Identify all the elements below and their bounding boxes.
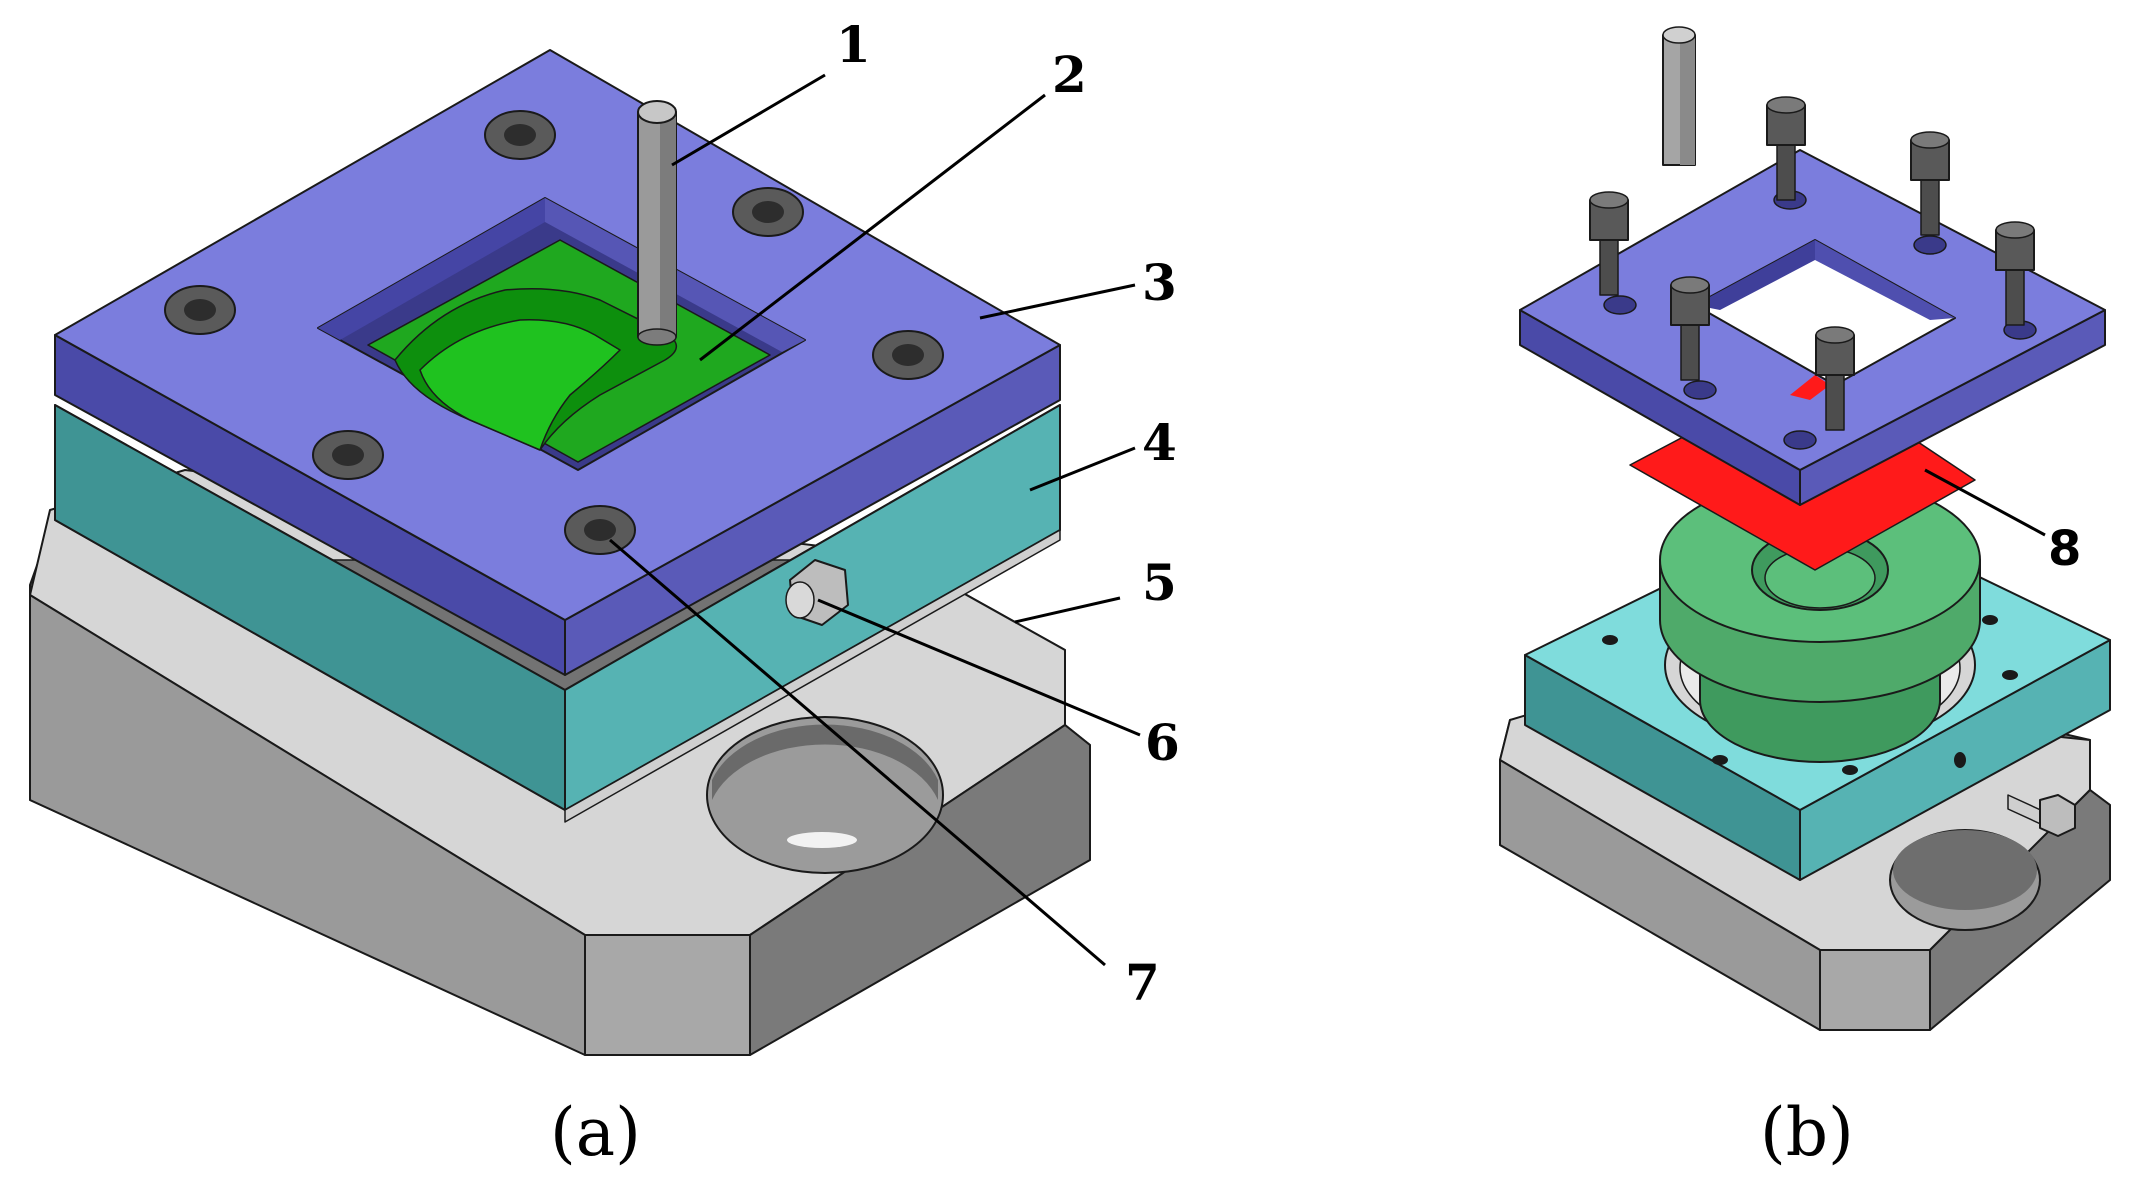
panel-a-assembled-view: 1 2 3 4 5 6 7 (a) bbox=[29, 15, 1180, 1171]
side-bolt bbox=[785, 559, 849, 626]
screw bbox=[1589, 191, 1629, 296]
leader-line-8 bbox=[1924, 468, 2046, 537]
callout-5: 5 bbox=[1142, 553, 1177, 612]
screw-head bbox=[564, 505, 636, 555]
pin-exploded bbox=[1662, 26, 1696, 166]
side-bolt-exploded bbox=[2007, 794, 2076, 837]
base-hole bbox=[706, 716, 944, 874]
screw bbox=[1815, 326, 1855, 431]
screw bbox=[1670, 276, 1710, 381]
clamp-screws bbox=[164, 110, 944, 555]
screw-head bbox=[164, 285, 236, 335]
callout-2: 2 bbox=[1052, 45, 1087, 104]
callout-6: 6 bbox=[1145, 713, 1180, 772]
callout-7: 7 bbox=[1125, 953, 1160, 1012]
screw-head bbox=[312, 430, 384, 480]
callout-4: 4 bbox=[1142, 413, 1177, 472]
top-plate-exploded bbox=[1519, 149, 2106, 506]
screw bbox=[1995, 221, 2035, 326]
screw-head bbox=[872, 330, 944, 380]
die-block-holes bbox=[1602, 615, 2018, 775]
panel-b-exploded-view: 8 (b) bbox=[1499, 26, 2111, 1171]
top-clamp-plate bbox=[54, 49, 1061, 676]
screws-exploded bbox=[1589, 96, 2035, 431]
screw bbox=[1910, 131, 1950, 236]
formed-cup bbox=[367, 239, 771, 463]
panel-caption-b: (b) bbox=[1760, 1094, 1854, 1171]
screw-head bbox=[732, 187, 804, 237]
ejector-pin bbox=[637, 100, 677, 346]
screw bbox=[1766, 96, 1806, 201]
panel-caption-a: (a) bbox=[550, 1094, 641, 1171]
callout-1: 1 bbox=[836, 15, 871, 74]
callouts-a: 1 2 3 4 5 6 7 bbox=[836, 15, 1180, 1012]
callout-8: 8 bbox=[2048, 521, 2081, 577]
leader-lines-a bbox=[609, 73, 1141, 967]
plate-holes bbox=[1603, 190, 2037, 450]
screw-head bbox=[484, 110, 556, 160]
callout-3: 3 bbox=[1142, 253, 1177, 312]
